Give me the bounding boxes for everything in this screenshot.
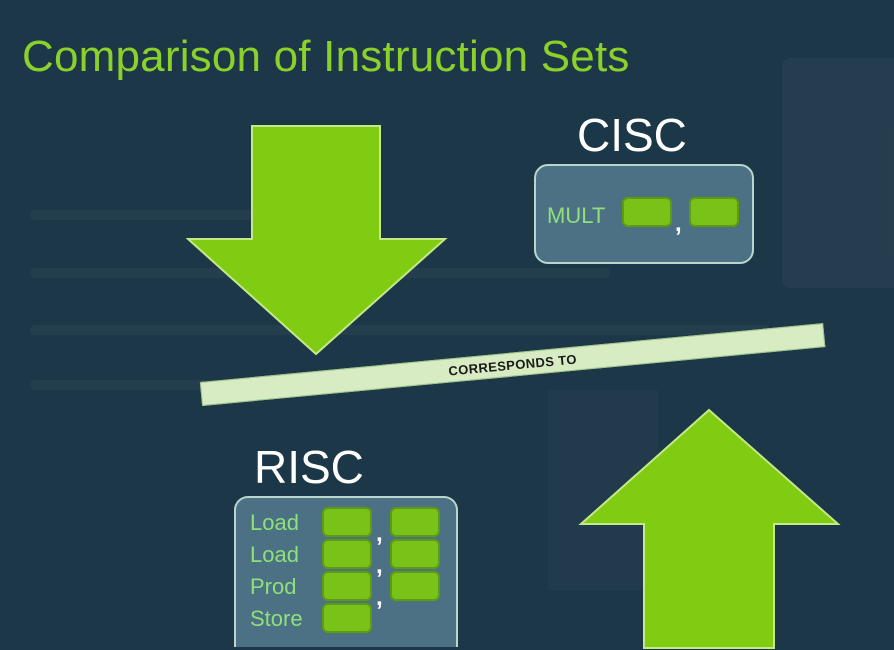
risc-operand-slot bbox=[390, 507, 440, 537]
cisc-operand-slot bbox=[622, 197, 672, 227]
risc-operand-slot bbox=[322, 507, 372, 537]
cisc-instruction-op: MULT bbox=[547, 203, 606, 228]
risc-operand-slot bbox=[322, 603, 372, 633]
operand-separator: , bbox=[376, 520, 383, 547]
cisc-label: CISC bbox=[577, 109, 687, 161]
risc-instruction-op: Store bbox=[250, 606, 303, 631]
corresponds-to-label: CORRESPONDS TO bbox=[447, 351, 578, 379]
risc-instruction-op: Prod bbox=[250, 574, 297, 599]
risc-instruction-op: Load bbox=[250, 510, 299, 535]
operand-separator: , bbox=[376, 552, 383, 579]
operand-separator: , bbox=[675, 210, 682, 237]
up-arrow-icon bbox=[578, 408, 841, 649]
risc-operand-slot bbox=[322, 571, 372, 601]
risc-instruction-op: Load bbox=[250, 542, 299, 567]
cisc-instruction-box: MULT , bbox=[534, 164, 754, 264]
risc-operand-slot bbox=[390, 571, 440, 601]
background-card bbox=[782, 58, 894, 288]
risc-label: RISC bbox=[254, 441, 364, 493]
down-arrow-icon bbox=[186, 125, 448, 356]
risc-operand-slot bbox=[390, 539, 440, 569]
operand-separator: , bbox=[376, 584, 383, 611]
cisc-operand-slot bbox=[689, 197, 739, 227]
risc-instruction-box: Load , Load , Prod , Store bbox=[234, 496, 458, 647]
slide-title: Comparison of Instruction Sets bbox=[22, 32, 630, 81]
risc-operand-slot bbox=[322, 539, 372, 569]
